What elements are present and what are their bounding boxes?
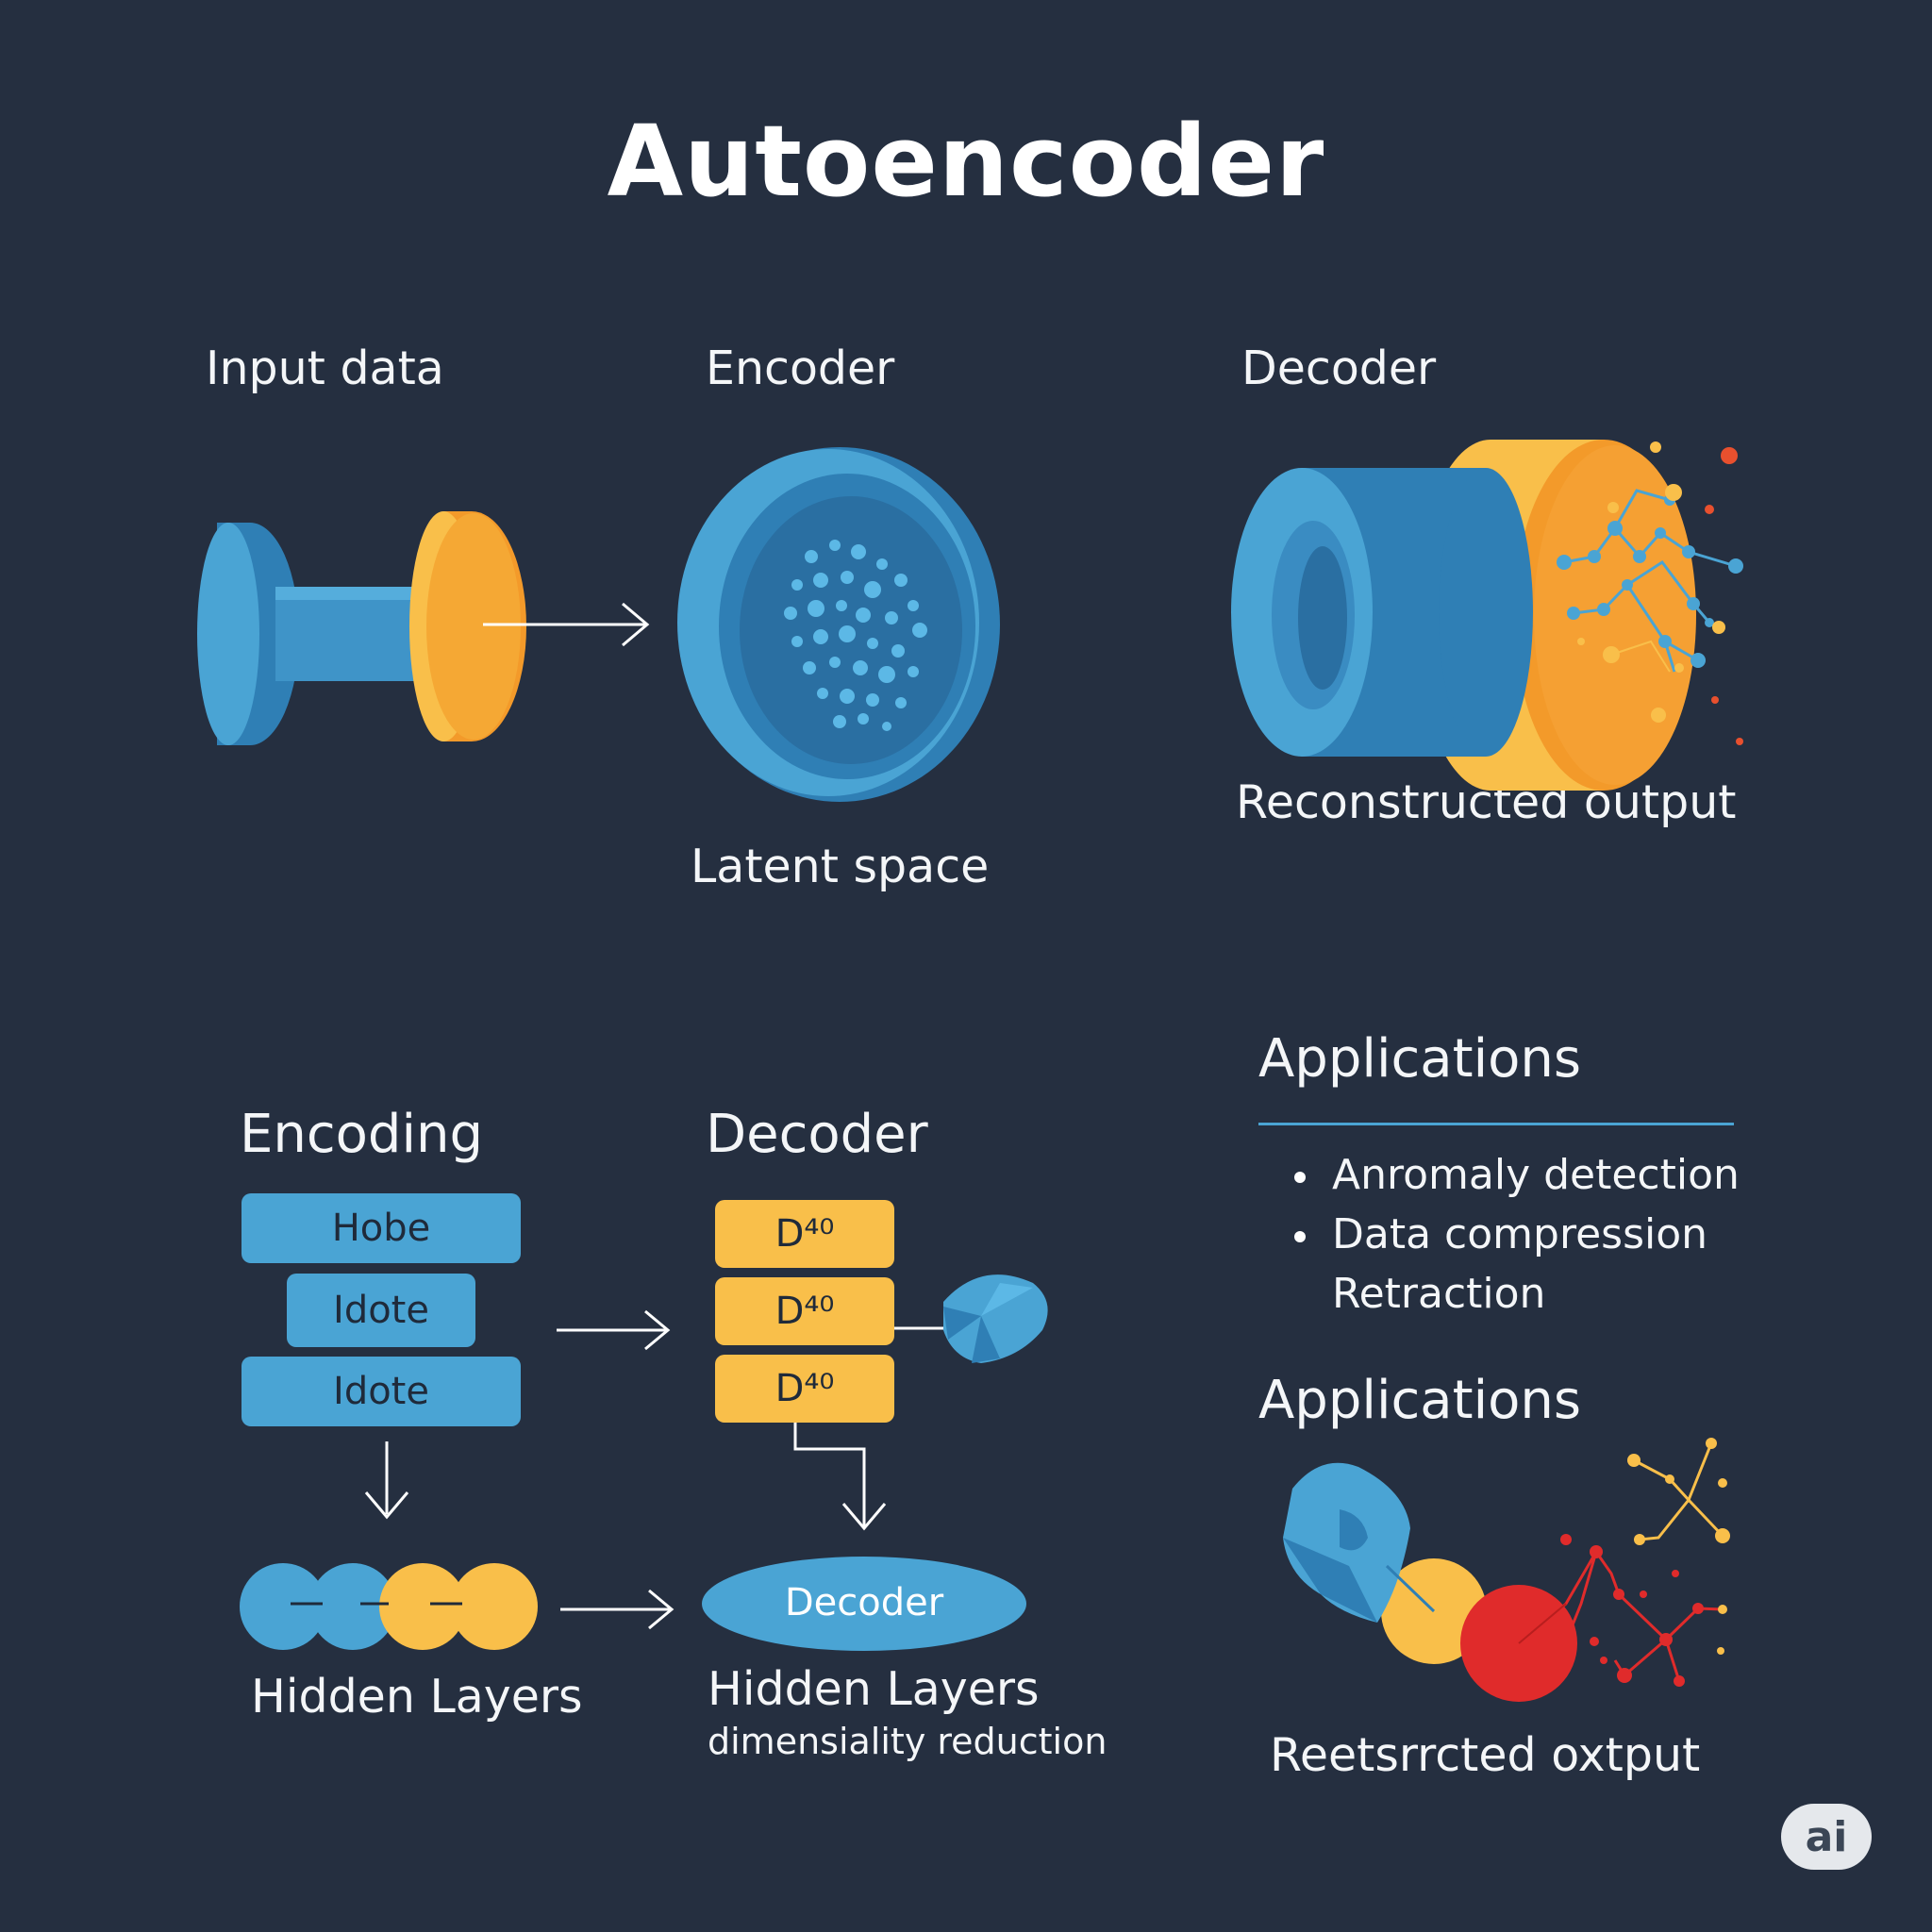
applications-divider xyxy=(1258,1123,1734,1125)
application-item-2: Data compression xyxy=(1332,1210,1708,1258)
hidden-layers-label: Hidden Layers xyxy=(251,1670,583,1724)
applications-heading: Applications xyxy=(1258,1028,1582,1090)
encoder-label: Encoder xyxy=(706,341,895,395)
applications-heading-2: Applications xyxy=(1258,1370,1582,1431)
decoder-box-2: D⁴⁰ xyxy=(715,1277,894,1345)
application-item-1: Anromaly detection xyxy=(1332,1151,1740,1199)
decoder-label-bottom: Decoder xyxy=(706,1104,928,1165)
decoder-label: Decoder xyxy=(1241,341,1437,395)
decoder-box-1: D⁴⁰ xyxy=(715,1200,894,1268)
page-title: Autoencoder xyxy=(607,104,1325,219)
ai-badge: ai xyxy=(1781,1804,1872,1870)
restricted-output-label: Reetsrrcted oxtput xyxy=(1270,1728,1701,1782)
bullet-2 xyxy=(1294,1231,1306,1242)
encoding-box-1: Hobe xyxy=(242,1193,521,1263)
input-data-label: Input data xyxy=(206,341,444,395)
encoding-box-2: Idote xyxy=(287,1274,475,1347)
decoder-ellipse-label: Decoder xyxy=(784,1581,944,1624)
latent-space-label: Latent space xyxy=(691,840,990,893)
bullet-1 xyxy=(1294,1172,1306,1183)
decoder-box-3: D⁴⁰ xyxy=(715,1355,894,1423)
application-item-3: Retraction xyxy=(1332,1270,1546,1318)
dimensionality-label: dimensiality reduction xyxy=(708,1721,1108,1762)
hidden-layers-label-2: Hidden Layers xyxy=(708,1662,1040,1716)
encoding-label: Encoding xyxy=(240,1104,484,1165)
encoding-box-3: Idote xyxy=(242,1357,521,1426)
